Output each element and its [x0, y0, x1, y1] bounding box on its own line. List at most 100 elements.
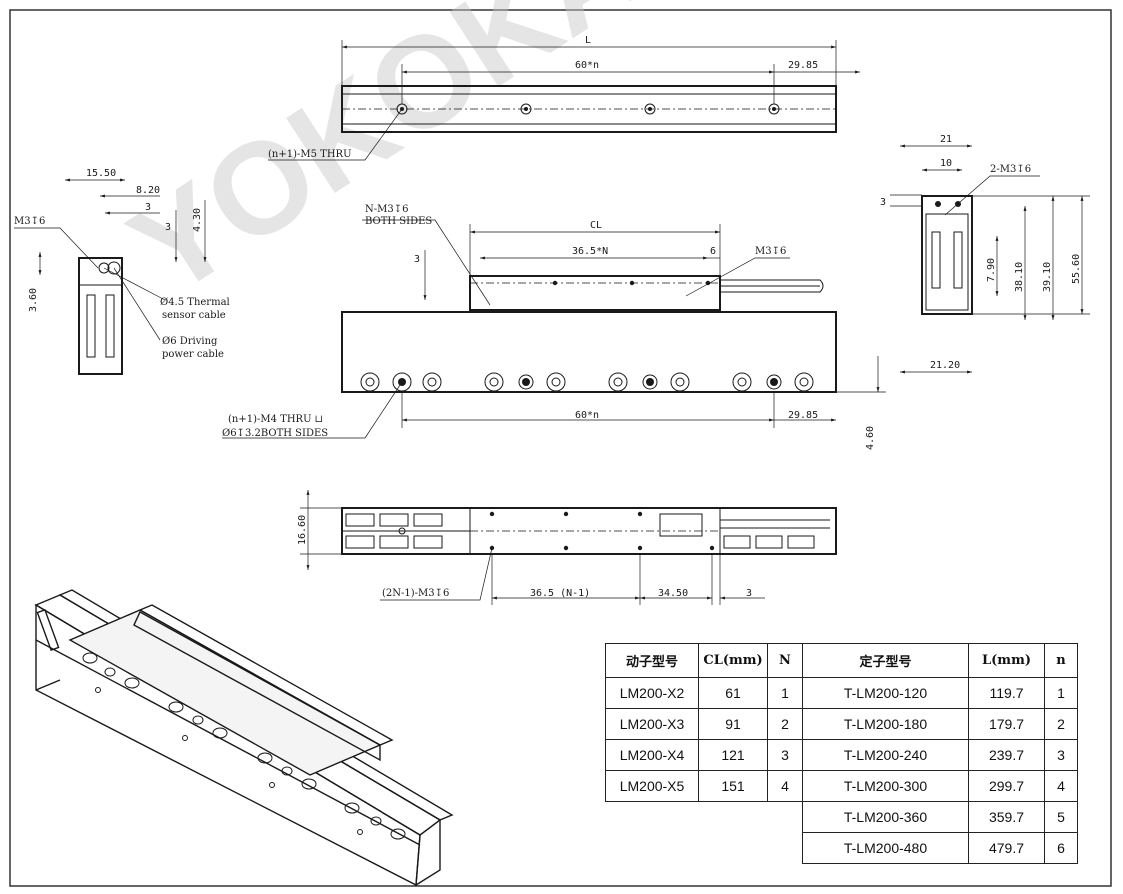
table-row: LM200-X3 91 2 T-LM200-180 179.7 2: [605, 708, 1078, 740]
header-L: L(mm): [968, 643, 1045, 678]
stator-end-profile: [921, 195, 973, 315]
header-mover-model: 动子型号: [605, 643, 699, 678]
header-n: n: [1044, 643, 1078, 678]
isometric-view: [34, 589, 454, 887]
dim-end: 29.85: [788, 60, 818, 71]
dim-coil-pitch: 36.5*N: [572, 246, 608, 257]
bottom-view: 16.60 36.5 (N-1) 34.50 3 (2N-1)-M3↧6: [297, 490, 837, 605]
dim-21: 21: [940, 134, 952, 145]
dim-base-end: 29.85: [788, 410, 818, 421]
cell-stator-model: T-LM200-240: [802, 739, 969, 771]
mount-hole: [644, 103, 656, 115]
drawing-frame: [9, 9, 1112, 887]
cell-cl: 61: [698, 677, 768, 709]
cell-L: 479.7: [968, 832, 1045, 864]
cable: [720, 279, 824, 293]
header-cl: CL(mm): [698, 643, 768, 678]
left-side-view: 15.50 8.20 3 3 4.30 3.60 M3↧6 Ø4.5 Therm…: [14, 168, 230, 375]
note-thread-right: M3↧6: [755, 246, 786, 257]
thread-hole: [563, 511, 569, 517]
cell-stator-model: T-LM200-300: [802, 770, 969, 802]
note-thread: 2-M3↧6: [990, 164, 1031, 175]
cell-mover-model: LM200-X5: [605, 770, 699, 802]
dim-55-60: 55.60: [1071, 254, 1082, 284]
stator-base: [341, 311, 837, 393]
coil-thread-hole: [552, 280, 558, 286]
header-N: N: [767, 643, 803, 678]
cell-n: 6: [1044, 832, 1078, 864]
cell-n: 4: [1044, 770, 1078, 802]
dim-34-50: 34.50: [658, 588, 688, 599]
dim-8-20: 8.20: [136, 185, 160, 196]
note-thread: M3↧6: [14, 216, 45, 227]
mover-coil: [469, 275, 721, 311]
dim-3: 3: [746, 588, 752, 599]
cell-stator-model: T-LM200-480: [802, 832, 969, 864]
note-base-1: (n+1)-M4 THRU ⊔: [228, 414, 323, 425]
table-row: LM200-X2 61 1 T-LM200-120 119.7 1: [605, 677, 1078, 709]
dim-10: 10: [940, 158, 952, 169]
table-row: LM200-X4 121 3 T-LM200-240 239.7 3: [605, 739, 1078, 771]
cell-n: 5: [1044, 801, 1078, 833]
thread-hole: [935, 201, 941, 207]
cell-N: 2: [767, 708, 803, 740]
cell-n: 2: [1044, 708, 1078, 740]
base-holes: [360, 372, 814, 392]
note-base-2: Ø6↧3.2BOTH SIDES: [222, 428, 328, 439]
cell-mover-model: LM200-X2: [605, 677, 699, 709]
mover-end-profile: [78, 257, 123, 375]
thread-hole: [489, 511, 495, 517]
dim-4-60: 4.60: [865, 426, 876, 450]
note-holes: (2N-1)-M3↧6: [382, 588, 449, 599]
note-sensor-1: Ø4.5 Thermal: [160, 297, 230, 308]
watermark: YOKOKAI: [106, 0, 694, 323]
dim-39-10: 39.10: [1042, 262, 1053, 292]
dim-3: 3: [880, 197, 886, 208]
dim-base-pitch: 60*n: [575, 410, 599, 421]
dim-pitch: 36.5 (N-1): [530, 588, 590, 599]
cell-cl: 91: [698, 708, 768, 740]
power-cable-icon: [107, 261, 121, 275]
note-power-1: Ø6 Driving: [162, 336, 218, 347]
front-view: CL 36.5*N 6 3 N-M3↧6 BOTH SIDES M3↧6 60*…: [222, 204, 886, 450]
cell-N: 4: [767, 770, 803, 802]
sensor-cable-icon: [98, 262, 110, 274]
header-stator-model: 定子型号: [802, 643, 969, 678]
cell-N: 3: [767, 739, 803, 771]
note-coil-1: N-M3↧6: [365, 204, 408, 215]
right-side-view: 21 10 3 2-M3↧6 7.90 38.10 39.10 55.60 21…: [880, 134, 1090, 374]
cell-stator-model: T-LM200-180: [802, 708, 969, 740]
thread-hole: [637, 545, 643, 551]
cell-n: 1: [1044, 677, 1078, 709]
empty-cell: [606, 833, 803, 864]
cell-stator-model: T-LM200-120: [802, 677, 969, 709]
cell-L: 299.7: [968, 770, 1045, 802]
dim-L: L: [585, 35, 591, 46]
dim-7-90: 7.90: [986, 258, 997, 282]
cell-cl: 121: [698, 739, 768, 771]
table-header-row: 动子型号 CL(mm) N 定子型号 L(mm) n: [605, 643, 1078, 678]
iso-holes: [82, 652, 406, 840]
dim-3-a: 3: [145, 202, 151, 213]
note-power-2: power cable: [162, 349, 224, 360]
note-sensor-2: sensor cable: [162, 310, 226, 321]
cell-L: 239.7: [968, 739, 1045, 771]
dim-21-20: 21.20: [930, 360, 960, 371]
note-coil-2: BOTH SIDES: [365, 216, 432, 227]
cell-N: 1: [767, 677, 803, 709]
dim-38-10: 38.10: [1014, 262, 1025, 292]
note-holes: (n+1)-M5 THRU: [268, 149, 352, 160]
thread-hole: [637, 511, 643, 517]
table-row: T-LM200-360 359.7 5: [606, 801, 1078, 833]
dim-15-50: 15.50: [86, 168, 116, 179]
cell-cl: 151: [698, 770, 768, 802]
dim-3: 3: [414, 254, 420, 265]
cell-mover-model: LM200-X4: [605, 739, 699, 771]
dim-CL: CL: [590, 220, 602, 231]
cell-L: 119.7: [968, 677, 1045, 709]
mount-hole: [520, 103, 532, 115]
table-row: T-LM200-480 479.7 6: [606, 832, 1078, 864]
dim-3-b: 3: [165, 222, 171, 233]
spec-table: 动子型号 CL(mm) N 定子型号 L(mm) n LM200-X2 61 1…: [605, 643, 1078, 864]
